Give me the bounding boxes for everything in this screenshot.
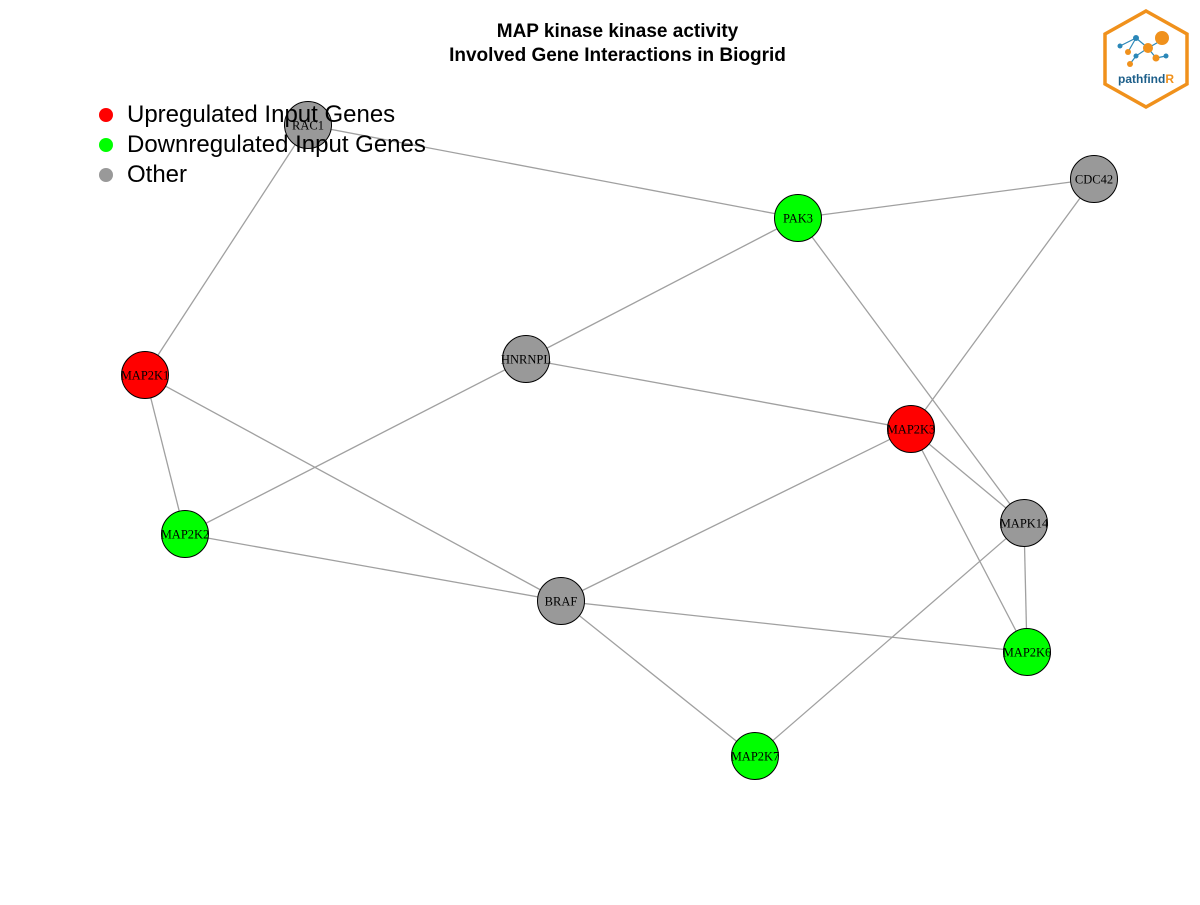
edge-map2k3-mapk14 — [910, 428, 1025, 524]
node-label-cdc42: CDC42 — [1075, 173, 1113, 187]
hexagon-logo-icon: pathfindR — [1103, 8, 1189, 110]
pathfindr-logo: pathfindR — [1100, 8, 1192, 110]
legend-dot-downregulated — [99, 138, 113, 152]
legend-item-upregulated: Upregulated Input Genes — [96, 100, 426, 130]
edge-map2k2-braf — [184, 533, 562, 602]
node-cdc42: CDC42 — [1070, 155, 1118, 203]
node-label-map2k1: MAP2K1 — [121, 369, 170, 383]
node-map2k7: MAP2K7 — [731, 732, 780, 780]
node-circle-map2k2 — [161, 510, 209, 558]
node-label-rac1: RAC1 — [292, 119, 324, 133]
node-label-map2k2: MAP2K2 — [161, 528, 210, 542]
node-circle-cdc42 — [1070, 155, 1118, 203]
node-circle-map2k6 — [1003, 628, 1051, 676]
edge-rac1-pak3 — [307, 124, 799, 219]
edge-hnrnpl-map2k3 — [525, 358, 912, 430]
node-circle-pak3 — [774, 194, 822, 242]
node-label-braf: BRAF — [545, 595, 578, 609]
node-map2k1: MAP2K1 — [121, 351, 170, 399]
logo-text-main: pathfind — [1118, 72, 1165, 86]
node-map2k2: MAP2K2 — [161, 510, 210, 558]
legend-dot-upregulated — [99, 108, 113, 122]
node-label-map2k3: MAP2K3 — [887, 423, 936, 437]
legend-label-downregulated: Downregulated Input Genes — [127, 131, 426, 158]
node-map2k6: MAP2K6 — [1003, 628, 1052, 676]
node-hnrnpl: HNRNPL — [501, 335, 551, 383]
logo-text-accent: R — [1165, 72, 1174, 86]
title-line-2: Involved Gene Interactions in Biogrid — [449, 45, 786, 66]
legend-label-other: Other — [127, 161, 188, 188]
legend-item-other: Other — [96, 160, 426, 190]
title-line-1: MAP kinase kinase activity — [496, 21, 739, 42]
svg-text:pathfindR: pathfindR — [1118, 72, 1174, 86]
legend-label-upregulated: Upregulated Input Genes — [127, 101, 396, 128]
node-circle-map2k3 — [887, 405, 935, 453]
edge-cdc42-map2k3 — [910, 178, 1095, 430]
edge-map2k1-braf — [144, 374, 562, 602]
node-label-pak3: PAK3 — [783, 212, 813, 226]
edge-hnrnpl-map2k2 — [184, 358, 527, 535]
node-circle-braf — [537, 577, 585, 625]
node-circle-map2k7 — [731, 732, 779, 780]
node-circle-mapk14 — [1000, 499, 1048, 547]
node-circle-rac1 — [284, 101, 332, 149]
edge-mapk14-map2k7 — [754, 522, 1025, 757]
edge-pak3-cdc42 — [797, 178, 1095, 219]
legend-dot-other — [99, 168, 113, 182]
node-braf: BRAF — [537, 577, 585, 625]
edge-rac1-map2k1 — [144, 124, 309, 376]
edge-pak3-mapk14 — [797, 217, 1025, 524]
node-pak3: PAK3 — [774, 194, 822, 242]
node-rac1: RAC1 — [284, 101, 332, 149]
node-circle-map2k1 — [121, 351, 169, 399]
node-label-mapk14: MAPK14 — [1000, 517, 1049, 531]
node-map2k3: MAP2K3 — [887, 405, 936, 453]
chart-title: MAP kinase kinase activity Involved Gene… — [0, 20, 1200, 68]
edge-braf-map2k7 — [560, 600, 756, 757]
edge-braf-map2k6 — [560, 600, 1028, 653]
node-circle-hnrnpl — [502, 335, 550, 383]
node-label-map2k6: MAP2K6 — [1003, 646, 1052, 660]
node-label-hnrnpl: HNRNPL — [501, 353, 551, 367]
edge-map2k3-braf — [560, 428, 912, 602]
legend: Upregulated Input Genes Downregulated In… — [96, 100, 426, 190]
node-label-map2k7: MAP2K7 — [731, 750, 780, 764]
legend-item-downregulated: Downregulated Input Genes — [96, 130, 426, 160]
edge-map2k1-map2k2 — [144, 374, 186, 535]
node-mapk14: MAPK14 — [1000, 499, 1049, 547]
edge-map2k3-map2k6 — [910, 428, 1028, 653]
edge-pak3-hnrnpl — [525, 217, 799, 360]
